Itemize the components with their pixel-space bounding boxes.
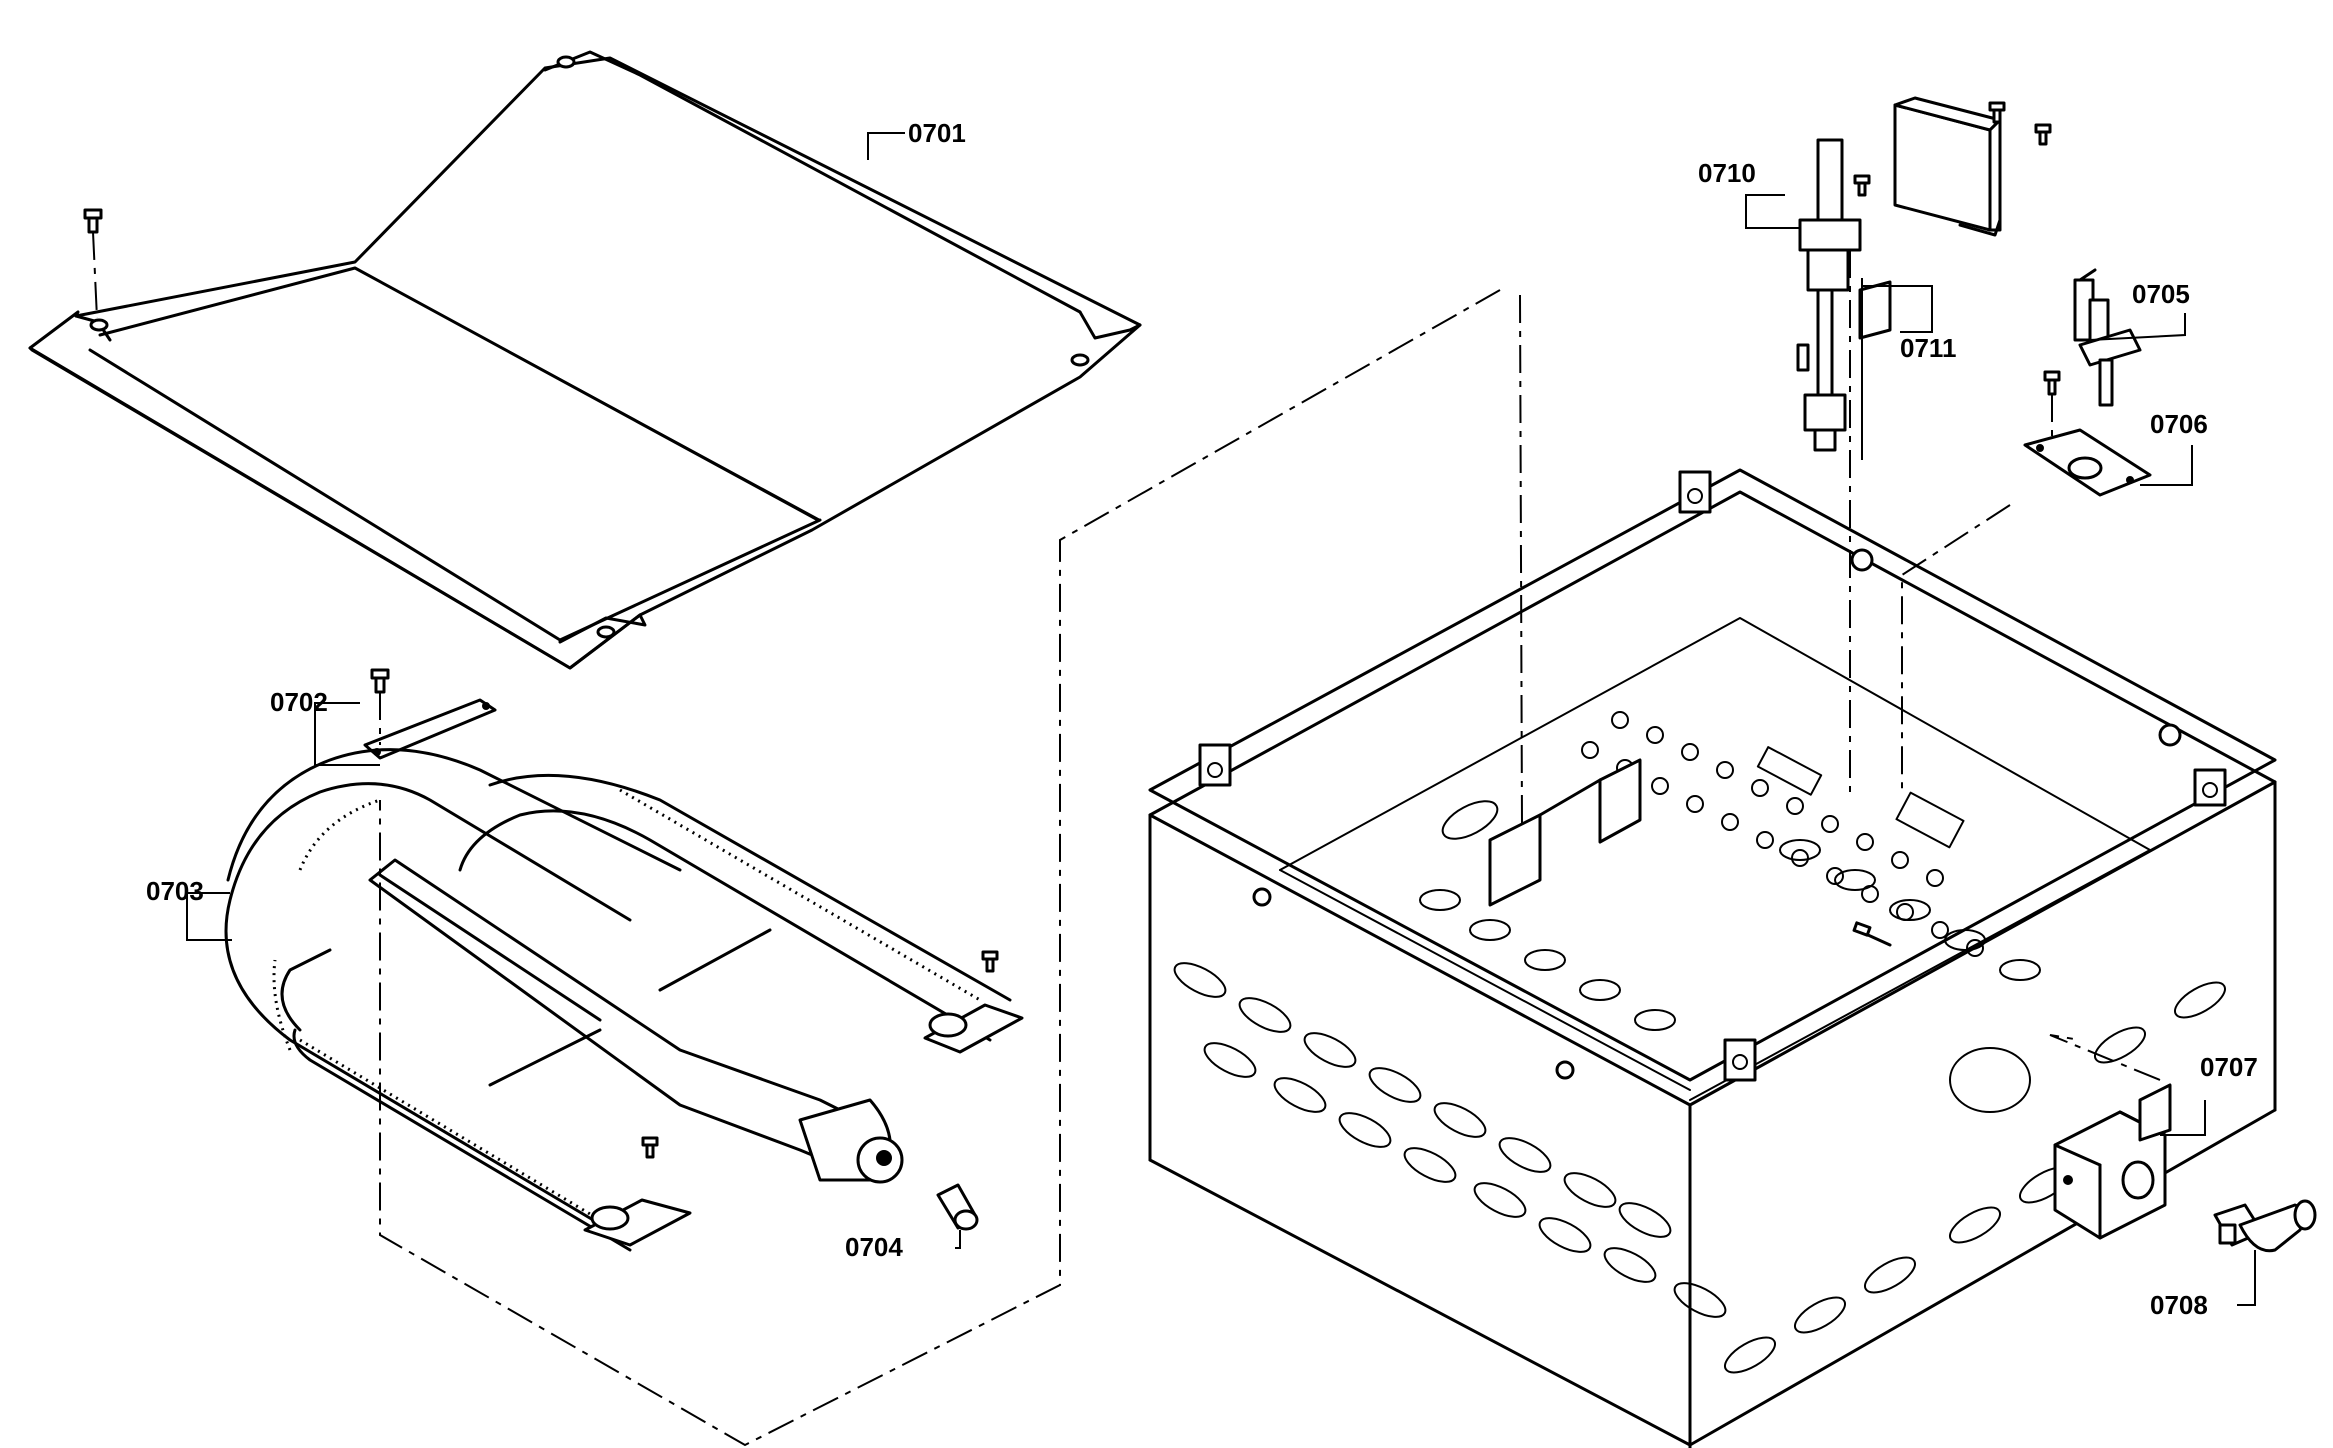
screw-icon: [1852, 921, 1892, 947]
orifice-fitting: [936, 1183, 979, 1231]
valve-bracket: [2053, 1083, 2172, 1240]
alignment-line: [1901, 504, 2011, 790]
callout-0702: 0702: [270, 687, 328, 717]
callout-0710: 0710: [1698, 158, 1756, 188]
heat-shield-plate: [28, 50, 1142, 670]
igniter-cover: [1893, 96, 2052, 237]
burner-strap: [363, 668, 497, 760]
callout-0711: 0711: [1900, 333, 1956, 363]
screw-icon: [83, 208, 103, 319]
burner-box: [1148, 468, 2277, 1448]
igniter-assembly: [1796, 138, 1892, 452]
floor-holes: [1419, 711, 2041, 1031]
wall-slots-left: [1173, 962, 1727, 1318]
leader-lines: [186, 132, 2256, 1306]
burner-tube: [224, 748, 1024, 1252]
callout-0705: 0705: [2132, 279, 2190, 309]
callout-0707: 0707: [2200, 1052, 2258, 1082]
callout-0706: 0706: [2150, 409, 2208, 439]
rim-brackets: [1198, 470, 2227, 1082]
callout-0703: 0703: [146, 876, 204, 906]
interior-bracket: [1441, 758, 1642, 907]
callout-0708: 0708: [2150, 1290, 2208, 1320]
callout-0704: 0704: [845, 1232, 903, 1262]
assembly-boundary: [379, 289, 1501, 1447]
elbow-fitting: [2213, 1199, 2317, 1253]
callout-0701: 0701: [908, 118, 966, 148]
alignment-line: [2049, 1034, 2161, 1081]
electrode-bracket: [2023, 370, 2152, 497]
alignment-line: [1519, 294, 1523, 826]
